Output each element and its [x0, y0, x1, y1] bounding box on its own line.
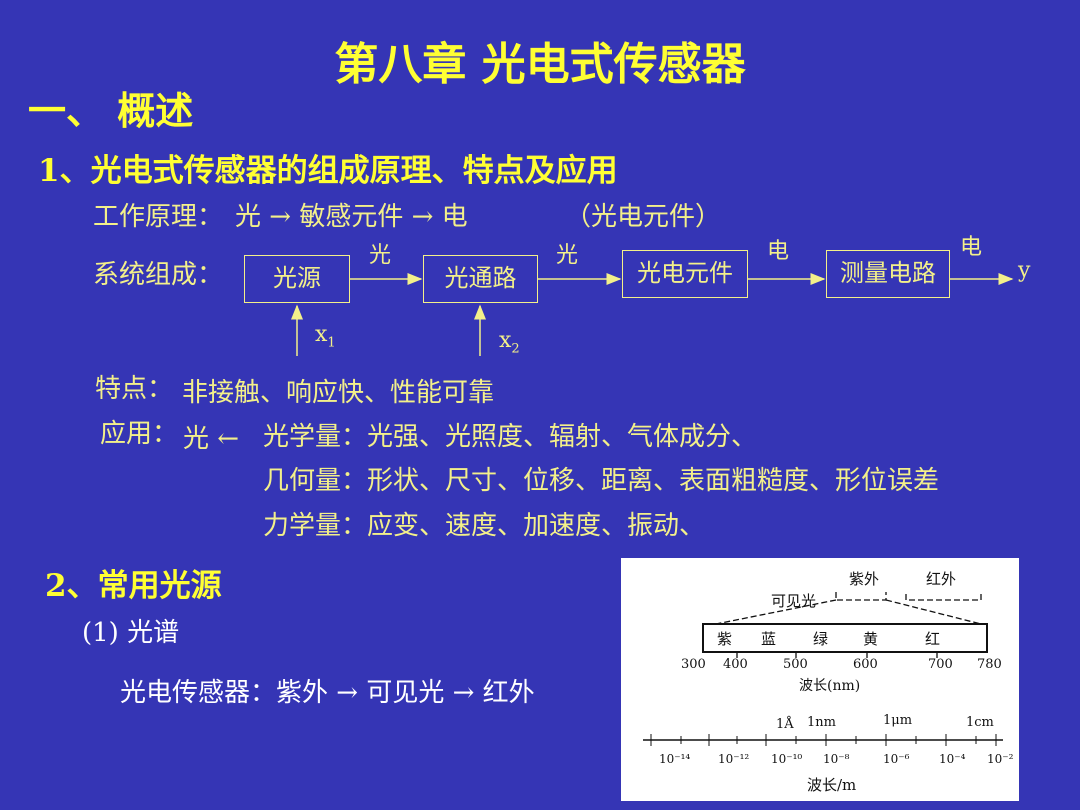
box-measurement-circuit: 测量电路 — [826, 250, 950, 298]
arrow-label-2: 光 — [556, 243, 579, 268]
spectrum-heading: (1) 光谱 — [82, 618, 180, 648]
label-ir: 红外 — [926, 570, 956, 588]
m-tick-6: 10⁻⁴ — [939, 752, 966, 766]
subsection-heading-principle: 1、光电式传感器的组成原理、特点及应用 — [38, 153, 618, 189]
unit-nm: 1nm — [807, 715, 836, 730]
arrow-label-1: 光 — [369, 243, 392, 268]
unit-um: 1μm — [883, 713, 912, 728]
m-tick-2: 10⁻¹² — [718, 752, 749, 766]
features-label: 特点： — [95, 374, 174, 404]
arrow-label-4: 电 — [960, 235, 983, 260]
input-x2: x2 — [499, 328, 520, 357]
nm-tick-600: 600 — [853, 657, 878, 672]
m-tick-5: 10⁻⁶ — [883, 752, 910, 766]
unit-cm: 1cm — [966, 715, 994, 730]
box-photoelectric-element: 光电元件 — [622, 250, 748, 298]
output-y: y — [1018, 258, 1031, 283]
section-heading-overview: 一、 概述 — [28, 88, 194, 133]
m-tick-3: 10⁻¹⁰ — [771, 752, 802, 766]
color-green: 绿 — [813, 630, 828, 648]
spectrum-figure: 紫外 红外 可见光 紫 蓝 绿 黄 红 300 400 500 600 700 … — [621, 558, 1019, 801]
features-text: 非接触、响应快、性能可靠 — [182, 378, 495, 408]
application-prefix: 光 ← — [183, 424, 240, 454]
nm-tick-700: 700 — [928, 657, 953, 672]
nm-axis-label: 波长(nm) — [799, 678, 860, 694]
application-line-mechanical: 力学量：应变、速度、加速度、振动、 — [263, 511, 706, 541]
sensor-spectrum-line: 光电传感器：紫外 → 可见光 → 红外 — [120, 678, 535, 708]
input-x1: x1 — [315, 322, 336, 351]
color-red: 红 — [925, 630, 940, 648]
m-axis-label: 波长/m — [807, 776, 856, 794]
color-violet: 紫 — [717, 630, 732, 648]
principle-label: 工作原理： — [93, 202, 224, 232]
nm-tick-780: 780 — [977, 657, 1002, 672]
nm-tick-400: 400 — [723, 657, 748, 672]
nm-tick-500: 500 — [783, 657, 808, 672]
m-tick-7: 10⁻² — [987, 752, 1014, 766]
unit-angstrom: 1Å — [776, 716, 794, 732]
system-label: 系统组成： — [93, 260, 224, 290]
nm-tick-300: 300 — [681, 657, 706, 672]
color-yellow: 黄 — [863, 630, 878, 648]
section-heading-light-sources: 2、常用光源 — [45, 568, 222, 604]
application-line-geometric: 几何量：形状、尺寸、位移、距离、表面粗糙度、形位误差 — [263, 466, 940, 496]
application-label: 应用： — [100, 419, 179, 449]
application-line-optical: 光学量：光强、光照度、辐射、气体成分、 — [263, 422, 758, 452]
page-title: 第八章 光电式传感器 — [334, 39, 746, 90]
box-light-source: 光源 — [244, 255, 350, 303]
label-visible: 可见光 — [771, 592, 816, 610]
m-tick-1: 10⁻¹⁴ — [659, 752, 690, 766]
principle-text: 光 → 敏感元件 → 电 — [235, 202, 468, 232]
color-blue: 蓝 — [761, 630, 776, 648]
label-uv: 紫外 — [849, 570, 879, 588]
m-tick-4: 10⁻⁸ — [823, 752, 850, 766]
box-light-path: 光通路 — [423, 255, 538, 303]
principle-note: （光电元件） — [565, 202, 722, 232]
arrow-label-3: 电 — [767, 239, 790, 264]
